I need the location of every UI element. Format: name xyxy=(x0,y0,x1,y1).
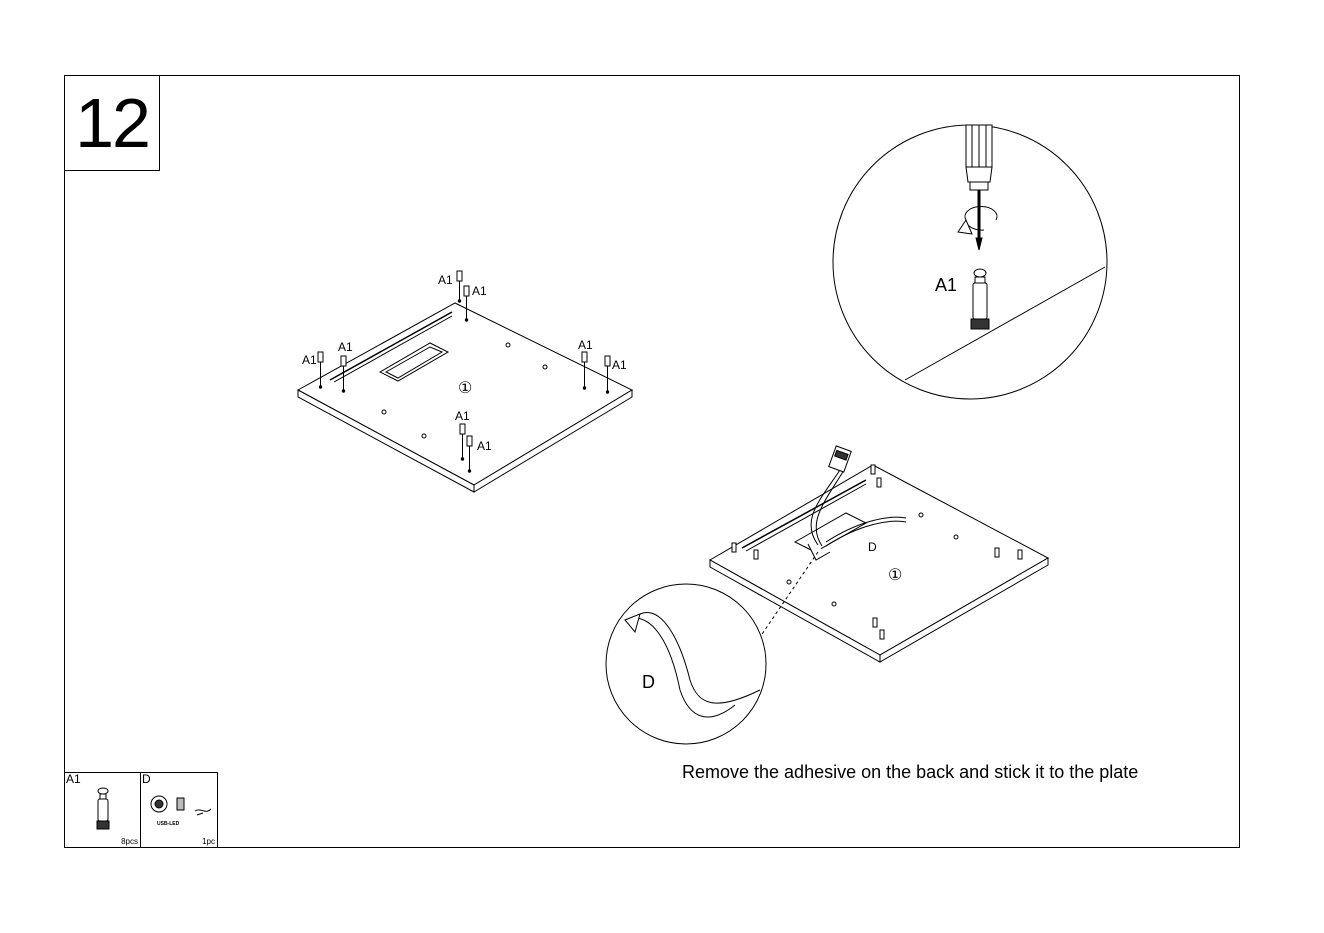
panel-main-view: ① xyxy=(298,303,632,492)
part-qty: 8pcs xyxy=(121,837,138,846)
fitting-label: A1 xyxy=(338,340,353,354)
part-d-label: D xyxy=(868,540,877,554)
part-box-a1: A1 8pcs xyxy=(64,772,141,848)
adhesive-detail: D xyxy=(606,584,766,744)
part-code: D xyxy=(142,772,151,786)
cam-bolt-icon xyxy=(457,271,462,302)
panel-led-view: D ① xyxy=(710,446,1048,662)
fitting-label: A1 xyxy=(455,409,470,423)
fitting-label: A1 xyxy=(578,338,593,352)
panel-number-label: ① xyxy=(458,380,472,397)
fitting-label: A1 xyxy=(612,358,627,372)
fitting-label: A1 xyxy=(935,275,957,295)
fitting-label: A1 xyxy=(302,353,317,367)
part-qty: 1pc xyxy=(202,837,215,846)
usb-plug-icon xyxy=(829,446,852,472)
usb-led-kit-icon xyxy=(145,789,215,829)
fitting-label: A1 xyxy=(438,273,453,287)
screwdriver-detail: A1 xyxy=(833,125,1107,399)
part-code: A1 xyxy=(66,772,81,786)
instruction-text: Remove the adhesive on the back and stic… xyxy=(682,762,1138,783)
panel-number-label: ① xyxy=(888,567,902,584)
fitting-label: A1 xyxy=(477,439,492,453)
cam-bolt-icon xyxy=(93,787,113,833)
part-box-d: D USB-LED 1pc xyxy=(140,772,218,848)
part-d-label: D xyxy=(642,672,655,692)
fitting-label: A1 xyxy=(472,284,487,298)
part-sublabel: USB-LED xyxy=(157,821,179,827)
